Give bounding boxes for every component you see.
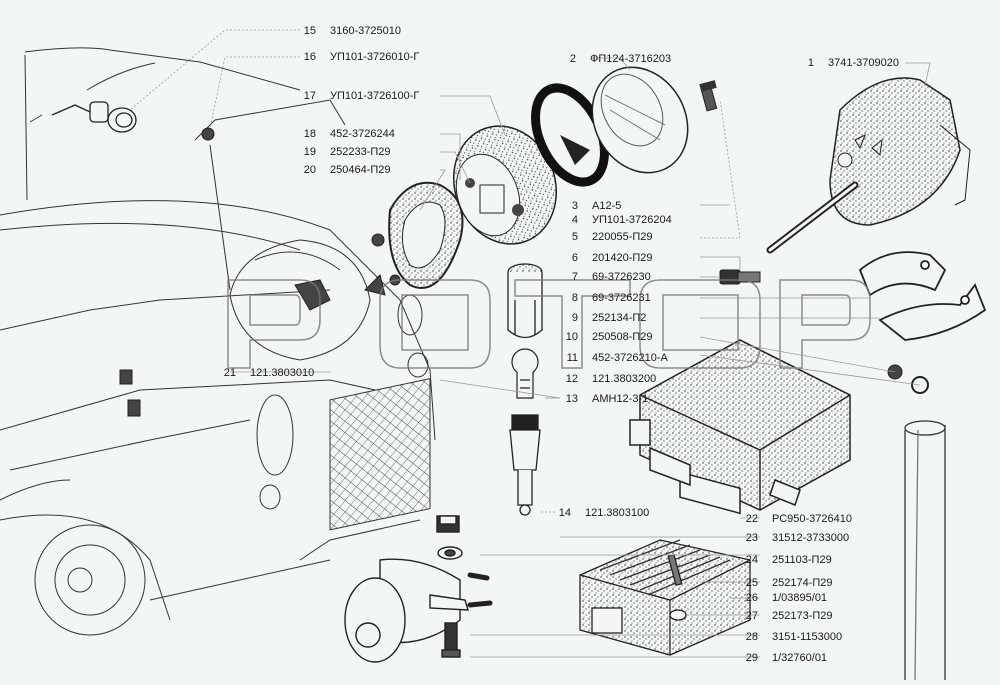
grille: [329, 377, 431, 531]
vehicle-outline: [0, 47, 436, 636]
part-12-bulb: [511, 348, 539, 399]
watermark: [227, 279, 871, 369]
leader-lines: [129, 29, 931, 658]
part-20-gasket: [388, 181, 464, 289]
part-8-clamp: [858, 251, 987, 341]
part-7-cap: [507, 263, 543, 339]
part-15-lighter: [51, 101, 137, 133]
part-6-screw: [699, 80, 718, 112]
part-1-switch: [766, 77, 971, 254]
part-22-module: [629, 339, 851, 515]
part-17-lamp-housing: [452, 125, 558, 245]
part-2-lens: [591, 66, 689, 174]
part-28-control-unit: [579, 539, 751, 656]
part-23-relay: [344, 515, 493, 663]
steering-column-tube: [904, 420, 946, 681]
part-14-sensor: [509, 414, 541, 516]
